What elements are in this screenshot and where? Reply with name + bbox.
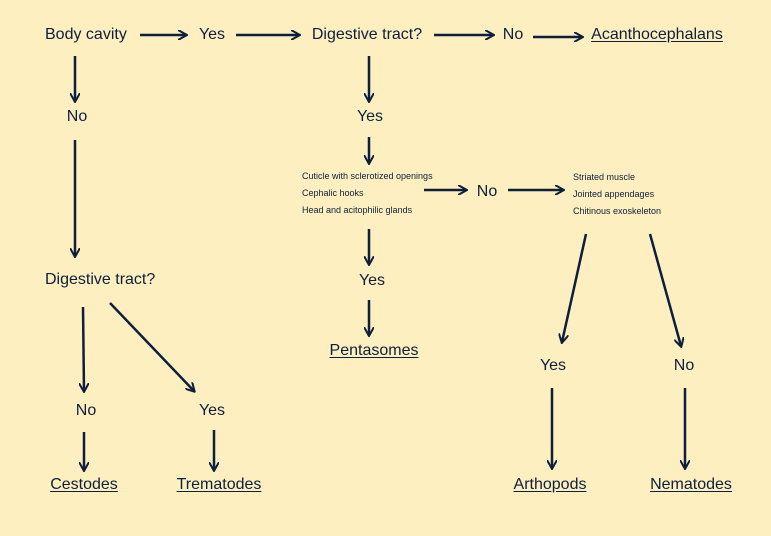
trait-cephalic-hooks: Cephalic hooks <box>302 188 364 198</box>
nematodes-leaf: Nematodes <box>650 476 732 493</box>
no-right-node: No <box>673 357 695 374</box>
arthopods-leaf: Arthopods <box>513 476 587 493</box>
no-mid-node: No <box>476 183 498 200</box>
digestive-tract-left-node: Digestive tract? <box>45 271 156 288</box>
no-top-node: No <box>502 26 524 43</box>
yes-mid-node: Yes <box>356 108 384 125</box>
yes-bottom-left-node: Yes <box>198 402 226 419</box>
digestive-tract-top-node: Digestive tract? <box>311 26 423 43</box>
trematodes-leaf: Trematodes <box>176 476 262 493</box>
trait-striated-muscle: Striated muscle <box>573 172 636 182</box>
trait-head-glands: Head and acitophilic glands <box>302 205 413 215</box>
arrow-traits-b-to-yes <box>562 233 588 342</box>
pentasomes-leaf: Pentasomes <box>329 342 419 359</box>
no-bottom-left-node: No <box>75 402 97 419</box>
arrow-digestive-left-to-no <box>83 306 84 391</box>
trait-jointed-appendages: Jointed appendages <box>573 189 655 199</box>
traits-arthropod-box: Striated muscle Jointed appendages Chiti… <box>573 169 661 220</box>
acanthocephalans-leaf: Acanthocephalans <box>591 26 723 43</box>
yes-pent-node: Yes <box>358 272 386 289</box>
body-cavity-node: Body cavity <box>45 26 127 43</box>
trait-chitinous-exoskeleton: Chitinous exoskeleton <box>573 206 662 216</box>
arrow-digestive-left-to-yes <box>109 302 194 391</box>
traits-pentasome-box: Cuticle with sclerotized openings Cephal… <box>302 168 433 219</box>
no-left-node: No <box>66 108 88 125</box>
cestodes-leaf: Cestodes <box>50 476 118 493</box>
yes-right-node: Yes <box>539 357 567 374</box>
trait-cuticle: Cuticle with sclerotized openings <box>302 171 433 181</box>
yes-top-node: Yes <box>198 26 226 43</box>
arrow-traits-b-to-no <box>648 233 681 346</box>
